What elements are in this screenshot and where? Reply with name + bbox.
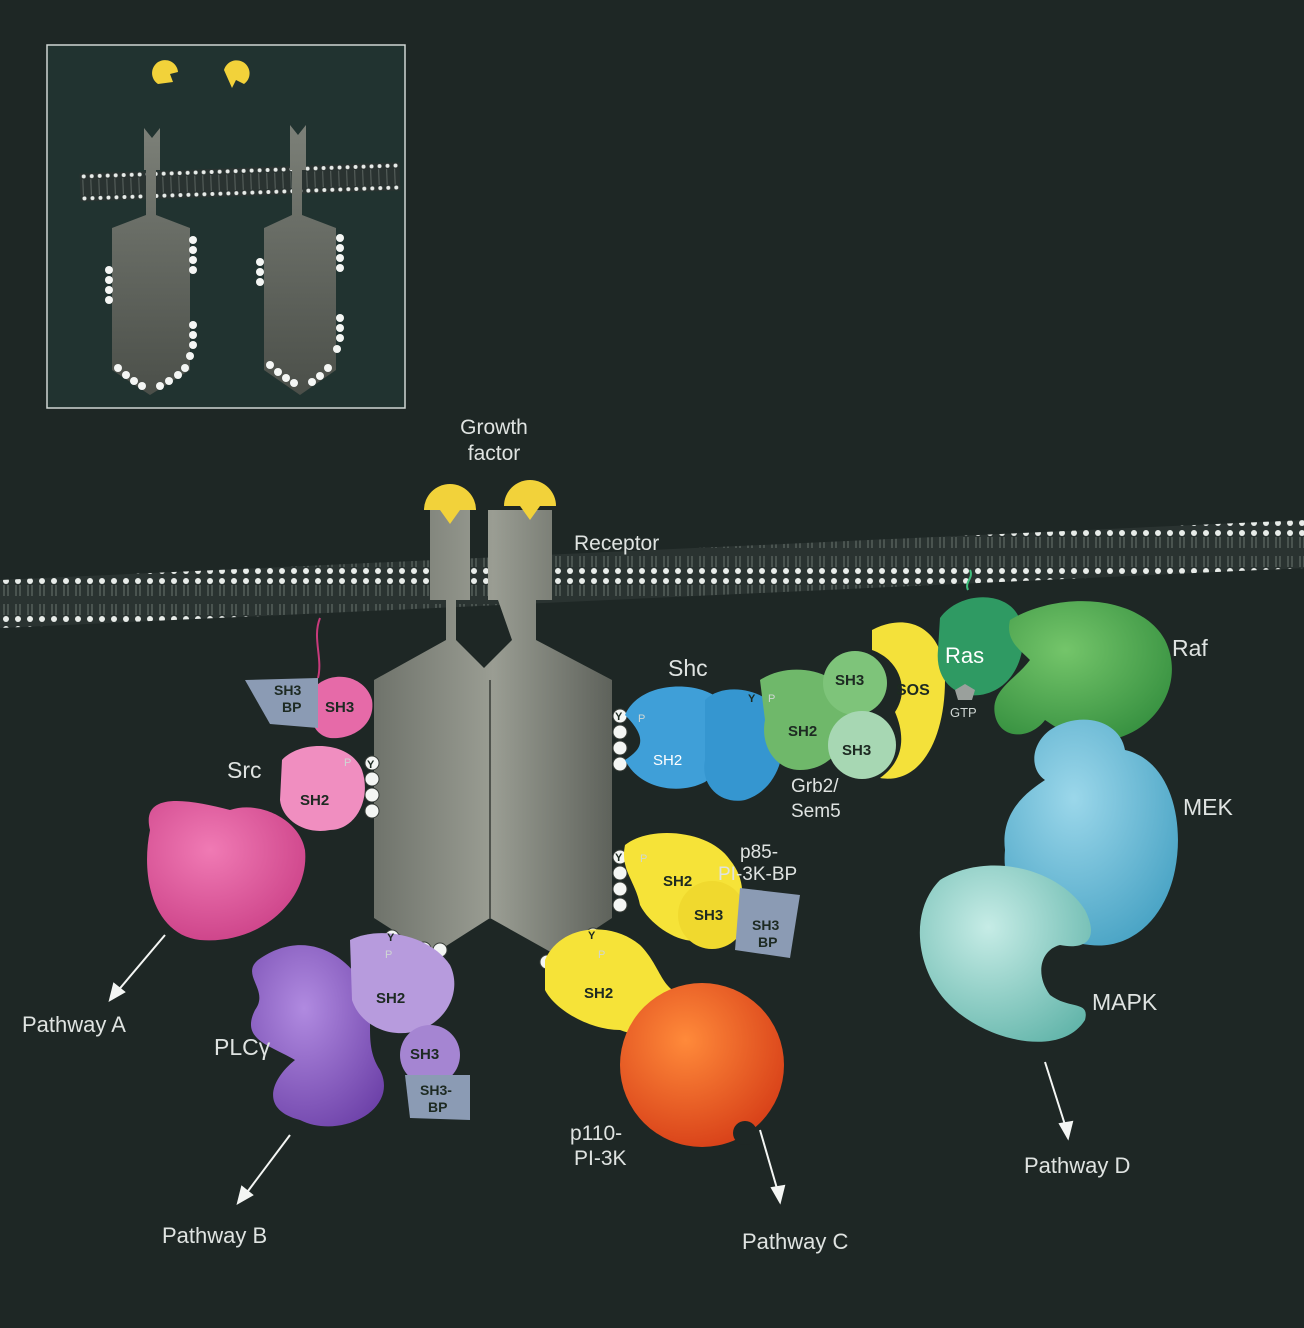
sos-label: SOS (896, 682, 930, 699)
pathway-d-label: Pathway D (1024, 1153, 1130, 1178)
pathway-a-label: Pathway A (22, 1012, 126, 1037)
ras-label: Ras (945, 643, 984, 668)
pathway-b-label: Pathway B (162, 1223, 267, 1248)
grb2-sh3-top-label: SH3 (835, 672, 864, 689)
mapk-label: MAPK (1092, 989, 1158, 1015)
p-marker-grb2: P (768, 693, 775, 705)
p85-sh3-label: SH3 (694, 907, 723, 924)
src-sh2-label: SH2 (300, 792, 329, 809)
growth-factor-label-2: factor (468, 442, 521, 465)
mapk-protein (920, 866, 1091, 1042)
plc-sh3bp-label-1: SH3- (420, 1082, 452, 1098)
mek-label: MEK (1183, 794, 1234, 820)
p-marker-shc: P (638, 713, 645, 725)
p110-protein (620, 983, 784, 1147)
p-marker-src: P (344, 757, 351, 769)
p-marker-p85: P (640, 853, 647, 865)
y-marker-src: Y (367, 759, 375, 771)
p-marker-plc: P (385, 949, 392, 961)
arrow-d-head (1060, 1122, 1072, 1138)
y-marker-p85-bottom: Y (588, 930, 596, 942)
shc-protein (625, 686, 783, 800)
y-marker-plc: Y (387, 932, 395, 944)
p85-sh3bp-label-2: BP (758, 934, 777, 950)
plc-sh3-label: SH3 (410, 1046, 439, 1063)
p110-label-1: p110- (570, 1122, 622, 1145)
plc-sh3bp-label-2: BP (428, 1099, 447, 1115)
p85-sh3bp-label-1: SH3 (752, 917, 779, 933)
p85-label-2: PI-3K-BP (718, 864, 797, 885)
raf-label: Raf (1172, 635, 1208, 661)
y-marker-p85: Y (615, 852, 623, 864)
plc-sh2-label: SH2 (376, 990, 405, 1007)
arrow-c-head (772, 1186, 784, 1202)
p85-sh2-top-label: SH2 (663, 873, 692, 890)
p85-label-1: p85- (740, 842, 778, 863)
grb2-sh2-label: SH2 (788, 723, 817, 740)
growth-factor-label-1: Growth (460, 416, 528, 439)
grb2-sh3-bottom-label: SH3 (842, 742, 871, 759)
y-marker-shc: Y (615, 711, 623, 723)
src-sh3bp-label-2: BP (282, 699, 301, 715)
p110-label-2: PI-3K (574, 1147, 627, 1170)
src-sh3-label: SH3 (325, 699, 354, 716)
shc-sh2-label: SH2 (653, 752, 682, 769)
shc-label: Shc (668, 655, 708, 681)
y-marker-grb2: Y (748, 693, 756, 705)
plc-gamma-label: PLCγ (214, 1034, 271, 1060)
grb2-protein (760, 651, 896, 779)
src-label: Src (227, 757, 262, 783)
p-marker-p85-bottom: P (598, 949, 605, 961)
p85-sh2-bottom-label: SH2 (584, 985, 613, 1002)
grb2-label-1: Grb2/ (791, 776, 839, 797)
pathway-c-label: Pathway C (742, 1229, 848, 1254)
receptor-label: Receptor (574, 532, 659, 555)
gtp-label: GTP (950, 705, 977, 720)
inset-panel (47, 45, 405, 408)
grb2-label-2: Sem5 (791, 801, 841, 822)
src-sh3bp-label-1: SH3 (274, 682, 301, 698)
